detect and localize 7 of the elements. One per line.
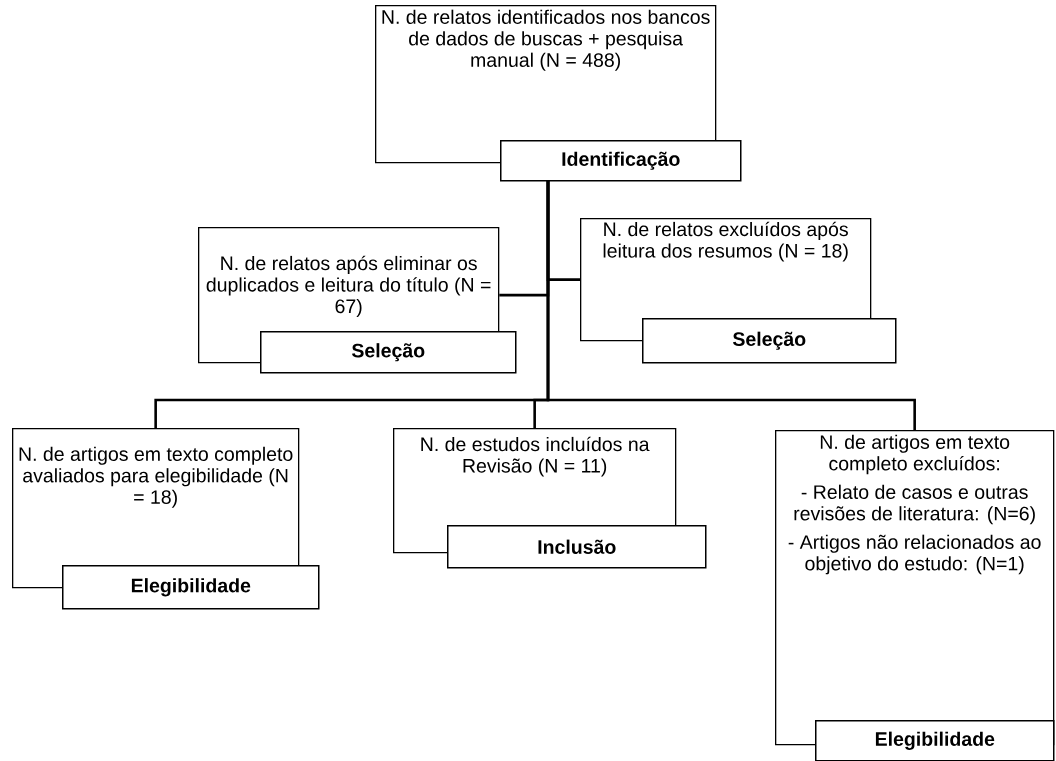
label-box: Elegibilidade [815,720,1055,761]
label-box: Identificação [500,140,742,182]
label-box: Elegibilidade [62,565,320,610]
label-box: Seleção [642,318,897,364]
label-box: Seleção [260,331,517,374]
label-box: Inclusão [447,525,707,569]
connector-line [546,180,916,430]
